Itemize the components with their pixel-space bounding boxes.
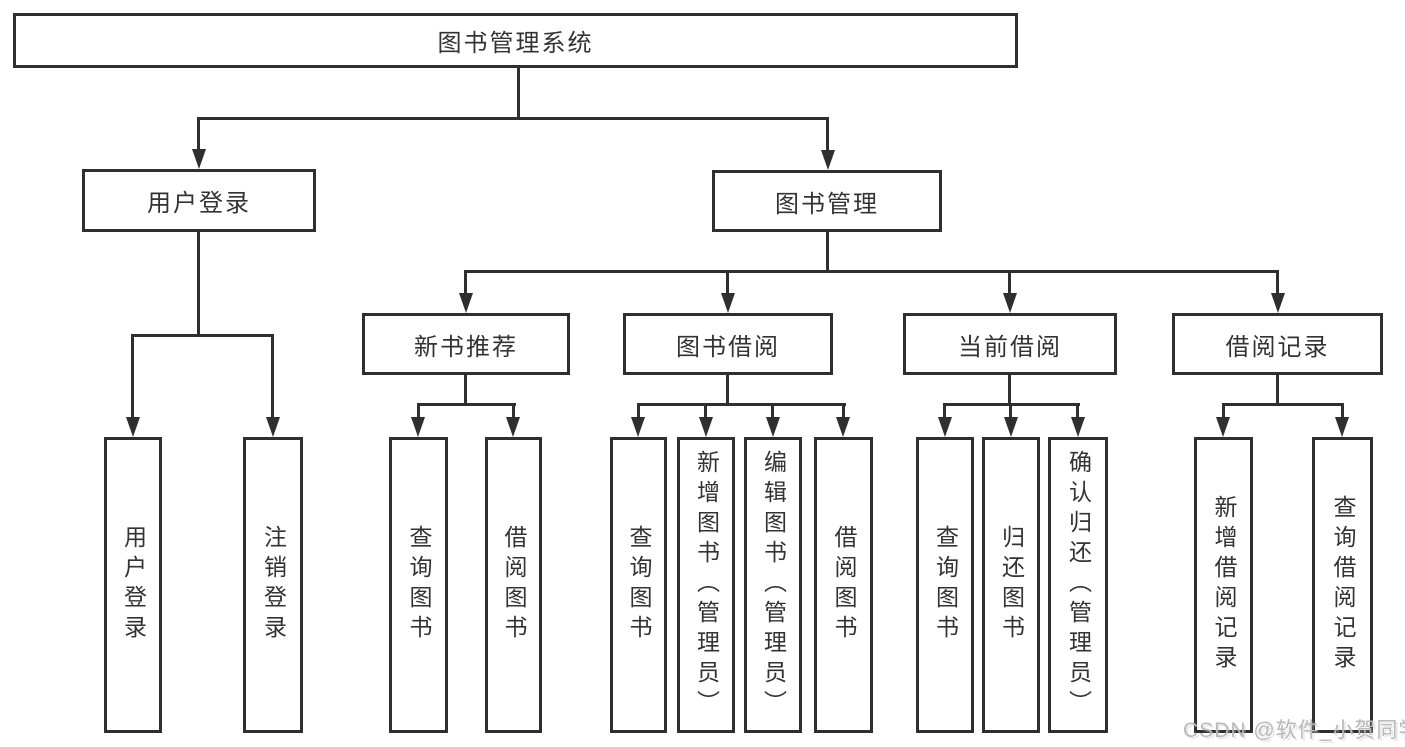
arrow-down-icon [821,150,835,170]
connector-line [842,403,845,421]
arrow-down-icon [766,417,780,437]
node-book-management: 图书管理 [712,170,942,232]
leaf-return-book: 归还图书 [982,437,1040,733]
arrow-down-icon [192,149,206,169]
leaf-label: 查询图书 [932,525,959,645]
connector-line [1276,375,1279,406]
leaf-label: 借阅图书 [831,525,857,645]
leaf-borrow-book-1: 借阅图书 [485,437,542,733]
leaf-label: 确认归还（管理员） [1065,450,1092,720]
node-borrow-record: 借阅记录 [1172,313,1383,375]
connector-line [1222,403,1225,421]
leaf-label: 查询图书 [406,525,432,645]
node-current-borrow: 当前借阅 [903,313,1117,375]
leaf-logout: 注销登录 [243,437,303,733]
connector-line [417,403,420,421]
connector-line [417,403,516,406]
connector-line [1222,403,1344,406]
node-book-borrow: 图书借阅 [623,313,833,375]
arrow-down-icon [699,417,713,437]
connector-line [637,403,640,421]
connector-line [517,68,520,118]
connector-line [1341,403,1344,421]
leaf-label: 新增借阅记录 [1211,495,1237,675]
leaf-query-book-2: 查询图书 [610,437,667,733]
arrow-down-icon [721,293,735,313]
arrow-down-icon [1216,417,1230,437]
connector-line [1009,403,1012,421]
arrow-down-icon [411,417,425,437]
arrow-down-icon [1004,417,1018,437]
connector-line [197,117,829,120]
connector-line [197,232,200,336]
connector-line [271,334,274,420]
node-user-login: 用户登录 [82,169,316,232]
node-root: 图书管理系统 [13,13,1018,68]
connector-line [1276,270,1279,296]
connector-line [726,375,729,406]
connector-line [1008,270,1011,296]
leaf-query-borrow-record: 查询借阅记录 [1312,437,1373,733]
connector-line [131,334,274,337]
connector-line [826,232,829,272]
leaf-label: 编辑图书（管理员） [760,450,787,720]
arrow-down-icon [506,417,520,437]
connector-line [197,117,200,152]
connector-line [1076,403,1079,421]
leaf-confirm-return-admin: 确认归还（管理员） [1048,437,1108,733]
arrow-down-icon [459,293,473,313]
connector-line [512,403,515,421]
leaf-label: 新增图书（管理员） [693,450,720,720]
arrow-down-icon [1003,293,1017,313]
connector-line [704,403,707,421]
arrow-down-icon [1071,417,1085,437]
connector-line [131,334,134,420]
leaf-label: 查询借阅记录 [1330,495,1356,675]
connector-line [464,270,1279,273]
watermark: CSDN @软件_小贺同学 [1183,719,1405,742]
leaf-label: 归还图书 [998,525,1025,645]
leaf-label: 注销登录 [260,525,287,645]
arrow-down-icon [836,417,850,437]
arrow-down-icon [266,417,280,437]
arrow-down-icon [126,417,140,437]
leaf-label: 用户登录 [120,525,147,645]
leaf-query-book-1: 查询图书 [389,437,448,733]
leaf-borrow-book-2: 借阅图书 [814,437,873,733]
leaf-label: 查询图书 [626,525,652,645]
arrow-down-icon [631,417,645,437]
leaf-user-login: 用户登录 [104,437,162,733]
arrow-down-icon [1335,417,1349,437]
connector-line [943,403,946,421]
connector-line [826,117,829,153]
leaf-label: 借阅图书 [501,525,527,645]
node-new-book-recommend: 新书推荐 [362,313,570,375]
leaf-edit-book-admin: 编辑图书（管理员） [744,437,802,733]
connector-line [771,403,774,421]
connector-line [726,270,729,296]
arrow-down-icon [938,417,952,437]
leaf-query-book-3: 查询图书 [916,437,974,733]
connector-line [1008,375,1011,406]
leaf-add-borrow-record: 新增借阅记录 [1194,437,1253,733]
leaf-add-book-admin: 新增图书（管理员） [677,437,735,733]
arrow-down-icon [1271,293,1285,313]
connector-line [637,403,846,406]
connector-line [464,375,467,406]
connector-line [464,270,467,296]
